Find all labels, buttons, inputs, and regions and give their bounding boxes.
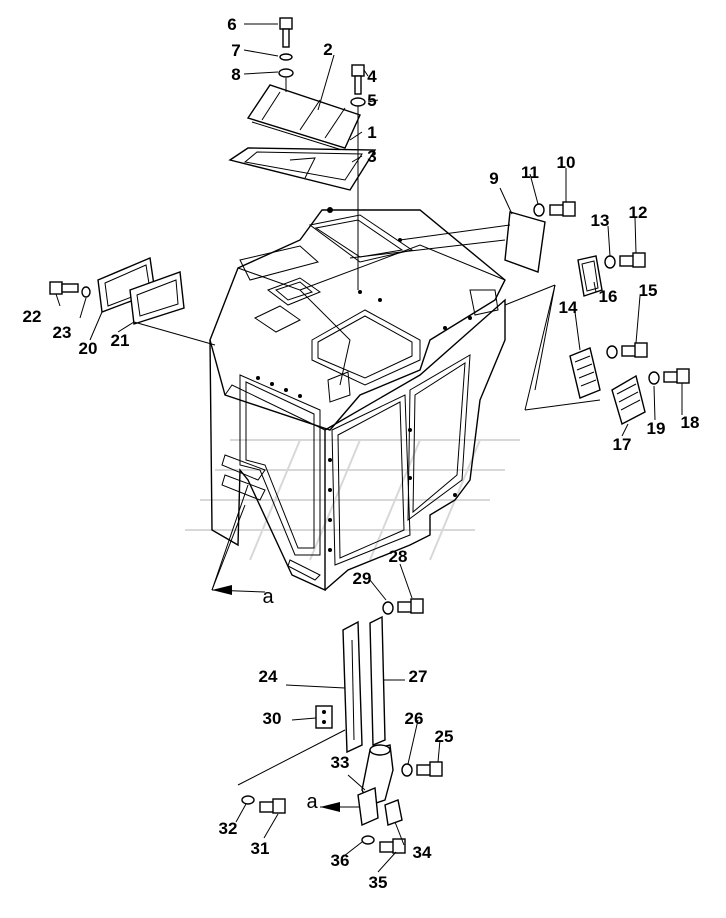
callout-19: 19: [647, 419, 666, 438]
callout-7: 7: [231, 41, 240, 60]
lower-handle: [237, 598, 443, 854]
callout-21: 21: [111, 331, 130, 350]
callout-35: 35: [369, 873, 388, 892]
callout-16: 16: [599, 287, 618, 306]
vent-17: [611, 368, 690, 426]
callout-30: 30: [263, 709, 282, 728]
view-arrow-a1: [211, 484, 266, 595]
callout-36: 36: [331, 851, 350, 870]
callout-29: 29: [353, 569, 372, 588]
callout-9: 9: [489, 169, 498, 188]
view-label-a2: a: [306, 791, 318, 813]
callout-28: 28: [389, 547, 408, 566]
callout-1: 1: [367, 123, 376, 142]
bolt-10: [533, 201, 576, 217]
callout-17: 17: [613, 435, 632, 454]
callout-13: 13: [591, 211, 610, 230]
plate-9: [349, 211, 546, 273]
view-label-a1: a: [262, 586, 274, 608]
callout-8: 8: [231, 65, 240, 84]
callout-leaders: [55, 23, 683, 873]
callout-25: 25: [435, 727, 454, 746]
callout-5: 5: [367, 91, 376, 110]
callout-2: 2: [323, 40, 332, 59]
right-leaders: [504, 284, 601, 411]
callout-15: 15: [639, 281, 658, 300]
callout-26: 26: [405, 709, 424, 728]
watermark: [185, 439, 520, 561]
cab-body: [209, 207, 506, 592]
callout-numbers: 6 7 8 2 4 5 1 3 9 11 10 13 12 16 15 14 1…: [23, 15, 700, 892]
callout-11: 11: [521, 163, 539, 182]
callout-18: 18: [681, 413, 700, 432]
callout-6: 6: [227, 15, 236, 34]
roof-cover: [228, 84, 377, 191]
callout-31: 31: [251, 839, 270, 858]
callout-14: 14: [559, 298, 578, 317]
vent-14: [569, 342, 648, 399]
bolt-4: [350, 64, 366, 290]
callout-27: 27: [409, 667, 428, 686]
left-plates: [49, 257, 216, 346]
callout-32: 32: [219, 819, 238, 838]
callout-24: 24: [259, 667, 278, 686]
callout-3: 3: [367, 147, 376, 166]
callout-12: 12: [629, 203, 648, 222]
view-arrow-a2: [320, 802, 360, 812]
callout-34: 34: [413, 843, 432, 862]
callout-22: 22: [23, 307, 42, 326]
callout-20: 20: [79, 339, 98, 358]
callout-33: 33: [331, 753, 350, 772]
callout-23: 23: [53, 323, 72, 342]
callout-4: 4: [367, 67, 377, 86]
cover-16: [577, 252, 646, 297]
bolt-6: [278, 17, 294, 92]
callout-10: 10: [557, 153, 576, 172]
